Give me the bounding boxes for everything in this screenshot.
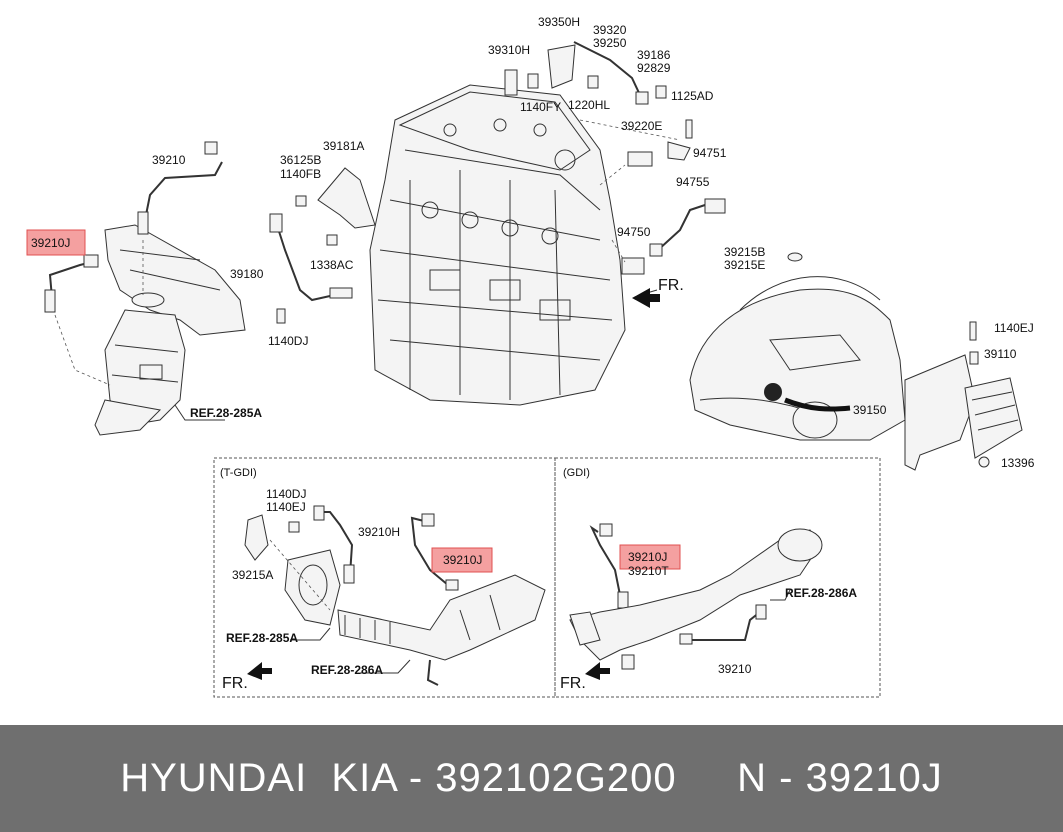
- label-39180: 39180: [230, 267, 264, 281]
- label-39310H: 39310H: [488, 43, 530, 57]
- label-39320: 39320: [593, 23, 627, 37]
- engine-block: [369, 84, 626, 406]
- gdi-title: (GDI): [563, 467, 590, 479]
- tgdi-turbo-manifold: [284, 549, 341, 626]
- label-1140DJ: 1140DJ: [268, 334, 308, 348]
- tgdi-sensor-39210J: [410, 513, 459, 591]
- label-1338AC: 1338AC: [310, 258, 354, 272]
- label-1125AD: 1125AD: [671, 89, 714, 103]
- o2-sensor-39210-left-harness: [137, 141, 223, 235]
- fr-arrow-gdi: [585, 662, 610, 680]
- label-94755: 94755: [676, 175, 710, 189]
- vehicle-illustration: [689, 252, 906, 441]
- sensor-harness-39180: [269, 213, 353, 324]
- tgdi-panel: [213, 457, 556, 698]
- fr-label-tgdi: FR.: [222, 675, 248, 692]
- highlight-39210J-gdi: [619, 544, 681, 570]
- label-39210-gdi: 39210: [718, 662, 752, 676]
- label-1140FB: 1140FB: [280, 167, 321, 181]
- label-1140FY: 1140FY: [520, 100, 561, 114]
- label-39215E: 39215E: [724, 258, 765, 272]
- fr-label-top: FR.: [658, 277, 684, 294]
- fr-arrow-top: [632, 288, 660, 308]
- label-1140EJ-right: 1140EJ: [994, 321, 1034, 335]
- tgdi-bracket-39215A: [244, 514, 300, 561]
- label-39250: 39250: [593, 36, 627, 50]
- ref-285A-top: REF.28-285A: [190, 406, 262, 420]
- sensor-39220E: [627, 119, 693, 167]
- cam-position-sensor-39310H: [504, 69, 539, 96]
- ref-286A-gdi: REF.28-286A: [785, 586, 857, 600]
- highlight-39210J-tgdi: [431, 547, 493, 573]
- label-36125B: 36125B: [280, 153, 321, 167]
- label-13396: 13396: [1001, 456, 1035, 470]
- label-39215A: 39215A: [232, 568, 273, 582]
- label-94751: 94751: [693, 146, 727, 160]
- heat-shield-39181A: [295, 167, 376, 246]
- label-39210J-tgdi: 39210J: [443, 553, 482, 567]
- label-92829: 92829: [637, 61, 671, 75]
- label-39350H: 39350H: [538, 15, 580, 29]
- label-94750: 94750: [617, 225, 651, 239]
- label-39210H: 39210H: [358, 525, 400, 539]
- label-1140DJ-tgdi: 1140DJ: [266, 487, 306, 501]
- tgdi-sensor-39210H: [313, 505, 355, 584]
- label-1140EJ-tgdi: 1140EJ: [266, 500, 306, 514]
- label-39215B: 39215B: [724, 245, 765, 259]
- label-39186: 39186: [637, 48, 671, 62]
- fr-arrow-tgdi: [247, 662, 272, 680]
- knock-sensor-94750: [621, 198, 726, 275]
- part-number-text: HYUNDAI KIA - 392102G200 N - 39210J: [120, 756, 943, 800]
- label-39210J-left: 39210J: [31, 236, 70, 250]
- leader-dashes-top: [579, 119, 681, 263]
- label-39110: 39110: [984, 347, 1017, 361]
- footer-banner: HYUNDAI KIA - 392102G200 N - 39210J: [0, 725, 1063, 832]
- ref-285A-tgdi: REF.28-285A: [226, 631, 298, 645]
- label-39181A: 39181A: [323, 139, 364, 153]
- bracket-39350H: [547, 44, 599, 89]
- label-39210-top: 39210: [152, 153, 186, 167]
- tgdi-catalyst: [337, 574, 546, 686]
- ref-286A-tgdi: REF.28-286A: [311, 663, 383, 677]
- wire-39320: [573, 41, 667, 105]
- gdi-sensor-39210: [679, 604, 767, 645]
- label-1220HL: 1220HL: [568, 98, 610, 112]
- o2-sensor-39210J-left: [44, 254, 99, 313]
- label-39210T: 39210T: [628, 564, 669, 578]
- ecu-39110: [964, 321, 1023, 468]
- highlight-39210J-left: [26, 229, 86, 256]
- label-39210J-gdi: 39210J: [628, 550, 667, 564]
- label-39150: 39150: [853, 403, 887, 417]
- tgdi-title: (T-GDI): [220, 467, 257, 479]
- gdi-exhaust-pipe: [569, 528, 823, 670]
- parts-diagram: 39210 39210J 36125B 1140FB 39181A 1338AC…: [26, 15, 1035, 698]
- fr-label-gdi: FR.: [560, 675, 586, 692]
- ecu-bracket-39150: [904, 351, 979, 471]
- exhaust-manifold: [94, 224, 246, 436]
- label-39220E: 39220E: [621, 119, 662, 133]
- gdi-panel: [554, 457, 881, 698]
